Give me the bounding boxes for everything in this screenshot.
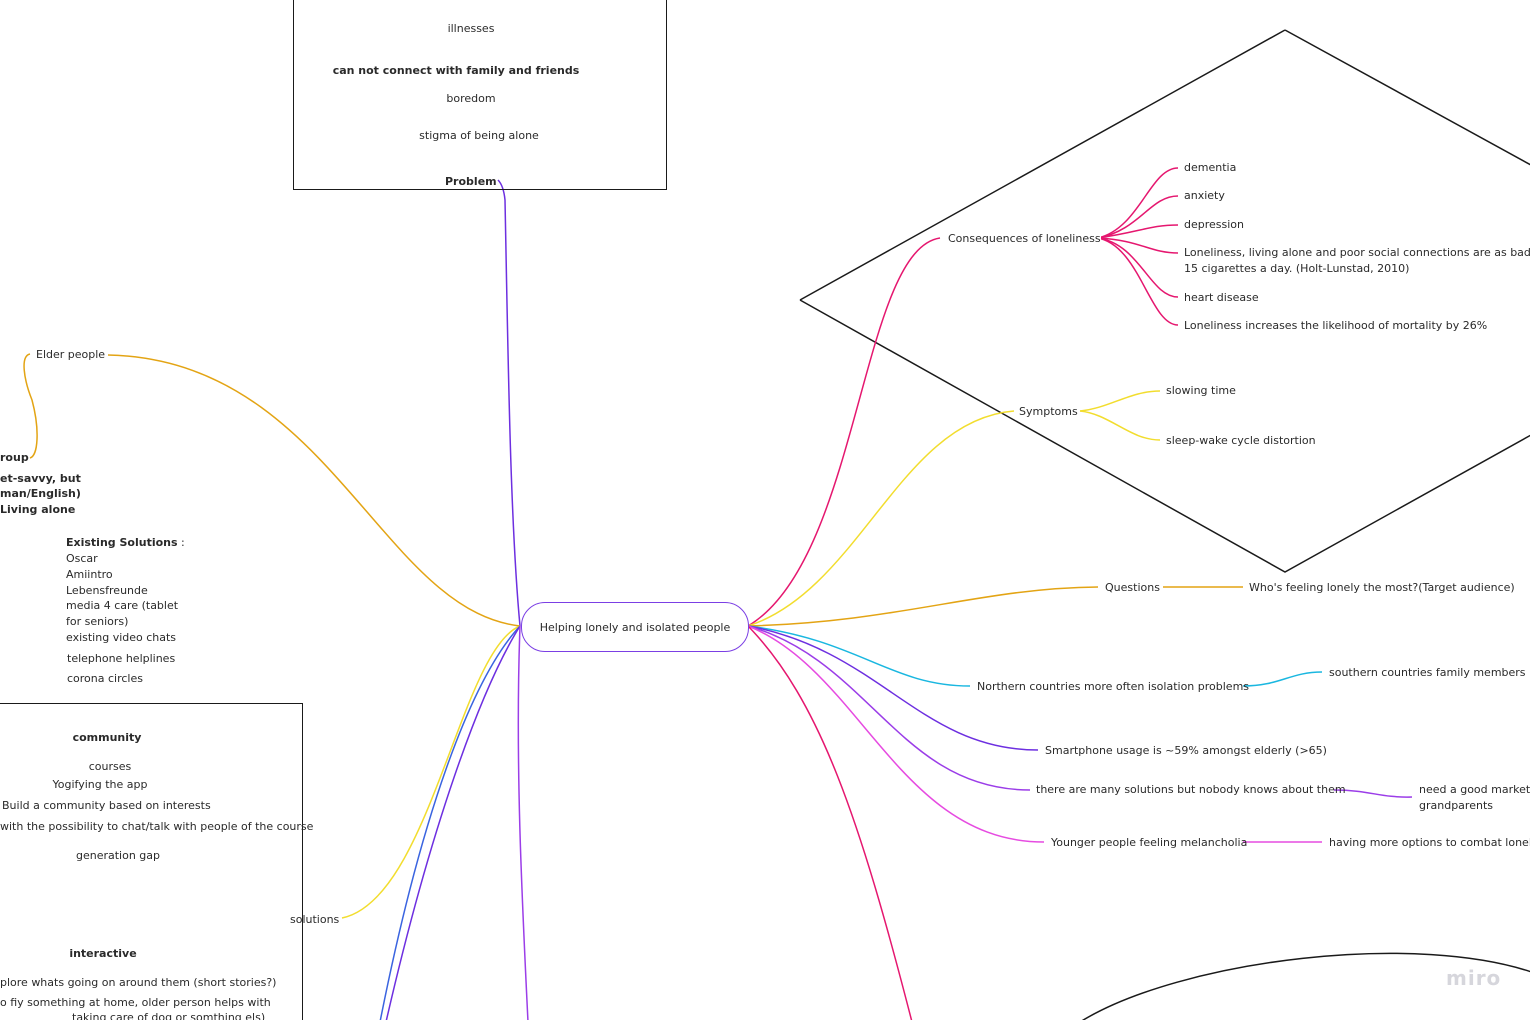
node-marketing[interactable]: need a good marketin — [1419, 783, 1530, 796]
interactive-item[interactable]: o fiy something at home, older person he… — [0, 996, 271, 1009]
link-problem — [497, 179, 521, 627]
community-item[interactable]: courses — [88, 760, 132, 773]
link-southern — [1242, 671, 1323, 687]
link-many-solutions — [747, 625, 1031, 791]
link-down-left-blue — [379, 625, 521, 1020]
consequence-item[interactable]: Loneliness, living alone and poor social… — [1184, 246, 1530, 259]
diamond-shape[interactable] — [799, 29, 1530, 573]
existing-solutions-title[interactable]: Existing Solutions : — [66, 536, 185, 550]
node-many-solutions[interactable]: there are many solutions but nobody know… — [1036, 783, 1346, 796]
link-younger — [747, 625, 1045, 843]
partial-text-line-2[interactable]: man/English) — [0, 487, 81, 500]
interactive-item[interactable]: taking care of dog or somthing els) — [72, 1011, 266, 1020]
node-smartphone-usage[interactable]: Smartphone usage is ~59% amongst elderly… — [1045, 744, 1327, 757]
existing-solution-item[interactable]: corona circles — [67, 672, 143, 685]
link-down-left-purple — [385, 625, 521, 1020]
node-questions[interactable]: Questions — [1105, 581, 1160, 594]
link-solutions — [341, 625, 521, 919]
community-item[interactable]: with the possibility to chat/talk with p… — [0, 820, 314, 833]
community-item[interactable]: Yogifying the app — [52, 778, 148, 791]
interactive-item[interactable]: plore whats going on around them (short … — [0, 976, 277, 989]
community-item[interactable]: Build a community based on interests — [2, 799, 211, 812]
node-solutions[interactable]: solutions — [290, 913, 340, 926]
node-marketing-cont[interactable]: grandparents — [1419, 799, 1493, 812]
link-smartphone — [747, 625, 1039, 751]
links-consequences-children — [1097, 167, 1179, 326]
root-node[interactable]: Helping lonely and isolated people — [521, 602, 749, 652]
existing-solution-item[interactable]: existing video chats — [66, 631, 177, 644]
link-slowing-time — [1079, 390, 1161, 412]
problem-item-illnesses[interactable]: illnesses — [447, 22, 495, 35]
node-more-options[interactable]: having more options to combat loneli — [1329, 836, 1530, 849]
ellipse-shape[interactable] — [1080, 952, 1530, 1020]
root-node-label: Helping lonely and isolated people — [539, 620, 731, 634]
problem-item-cannot-connect[interactable]: can not connect with family and friends — [332, 64, 580, 77]
link-northern — [747, 625, 971, 687]
link-down — [517, 625, 529, 1020]
link-symptoms — [747, 410, 1015, 627]
symptom-item[interactable]: slowing time — [1166, 384, 1236, 397]
problem-item-boredom[interactable]: boredom — [446, 92, 496, 105]
link-consequences — [747, 237, 941, 627]
node-northern-countries[interactable]: Northern countries more often isolation … — [977, 680, 1250, 693]
link-sleep-wake — [1079, 410, 1161, 441]
miro-watermark-logo: miro — [1446, 966, 1502, 990]
consequence-item[interactable]: Loneliness increases the likelihood of m… — [1184, 319, 1488, 332]
link-marketing — [1333, 789, 1413, 798]
existing-solutions-title-text: Existing Solutions — [66, 536, 178, 549]
node-consequences[interactable]: Consequences of loneliness — [948, 232, 1101, 246]
node-symptoms[interactable]: Symptoms — [1019, 405, 1078, 418]
node-elder-people[interactable]: Elder people — [36, 348, 106, 361]
symptom-item[interactable]: sleep-wake cycle distortion — [1166, 434, 1316, 447]
node-southern-countries[interactable]: southern countries family members livi — [1329, 666, 1530, 679]
existing-solution-item[interactable]: Amiintro — [66, 568, 113, 581]
node-target-audience[interactable]: Who's feeling lonely the most?(Target au… — [1249, 581, 1515, 594]
problem-item-stigma[interactable]: stigma of being alone — [419, 129, 539, 142]
existing-solution-item[interactable]: Lebensfreunde — [66, 584, 148, 597]
existing-solution-item[interactable]: Oscar — [66, 552, 98, 565]
problem-frame[interactable] — [293, 0, 667, 190]
node-younger-people[interactable]: Younger people feeling melancholia — [1051, 836, 1248, 849]
consequence-item[interactable]: depression — [1184, 218, 1245, 231]
partial-text-line-3[interactable]: Living alone — [0, 503, 76, 516]
link-down-right — [747, 625, 913, 1020]
consequence-item[interactable]: heart disease — [1184, 291, 1259, 304]
community-title[interactable]: community — [72, 731, 142, 744]
link-questions — [747, 586, 1099, 627]
existing-solution-item[interactable]: media 4 care (tablet — [66, 599, 179, 612]
community-item[interactable]: generation gap — [75, 849, 161, 862]
solutions-frame[interactable] — [0, 703, 303, 1020]
consequence-item[interactable]: dementia — [1184, 161, 1237, 174]
existing-solution-item[interactable]: for seniors) — [66, 615, 129, 628]
existing-solution-item[interactable]: telephone helplines — [67, 652, 176, 665]
problem-title[interactable]: Problem — [445, 175, 497, 188]
partial-text-line-1[interactable]: et-savvy, but — [0, 472, 81, 485]
link-target-group — [23, 353, 38, 459]
link-elder-people — [107, 354, 521, 627]
node-target-group-partial[interactable]: roup — [0, 451, 29, 464]
consequence-item[interactable]: anxiety — [1184, 189, 1225, 202]
consequence-item-cont[interactable]: 15 cigarettes a day. (Holt-Lunstad, 2010… — [1184, 262, 1410, 275]
existing-solutions-colon: : — [177, 536, 185, 549]
interactive-title[interactable]: interactive — [69, 947, 137, 960]
